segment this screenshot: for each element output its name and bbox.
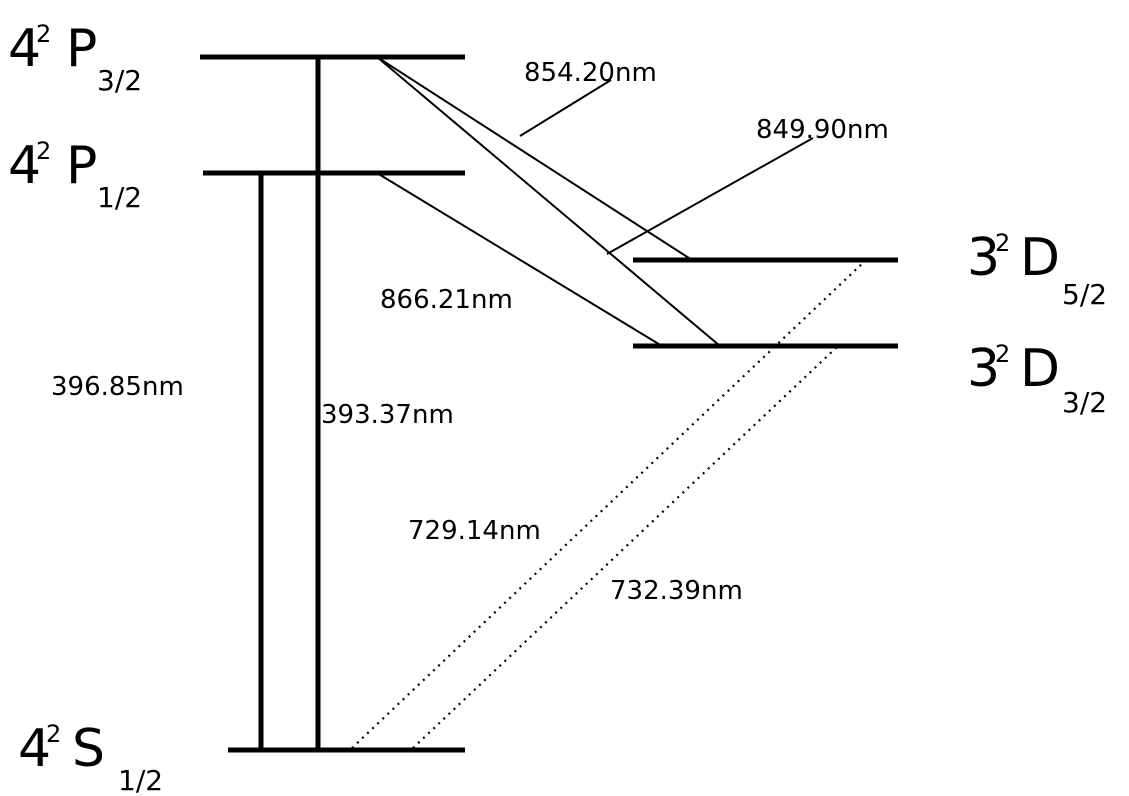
wavelength-label-729: 729.14nm (408, 516, 541, 546)
level-label-3d-3-2: 3 2 D 3/2 (967, 339, 1107, 419)
wavelength-label-849: 849.90nm (756, 115, 889, 145)
wavelength-label-396: 396.85nm (51, 372, 184, 402)
transition-line-849 (376, 56, 721, 347)
transition-line-866 (376, 172, 663, 347)
transition-line-729 (351, 259, 867, 749)
wavelength-label-732: 732.39nm (610, 576, 743, 606)
leader-line-849 (606, 137, 814, 255)
level-label-4p-3-2: 4 2 P 3/2 (8, 19, 142, 97)
level-label-3d-5-2: 3 2 D 5/2 (967, 228, 1107, 311)
transition-line-732 (412, 345, 839, 749)
level-label-4s-1-2: 4 2 S 1/2 (18, 719, 163, 796)
level-label-4p-1-2: 4 2 P 1/2 (8, 136, 142, 214)
wavelength-label-866: 866.21nm (380, 285, 513, 315)
wavelength-label-393: 393.37nm (321, 400, 454, 430)
wavelength-label-854: 854.20nm (524, 58, 657, 88)
transition-line-854 (376, 56, 693, 261)
leader-line-854 (519, 79, 612, 137)
